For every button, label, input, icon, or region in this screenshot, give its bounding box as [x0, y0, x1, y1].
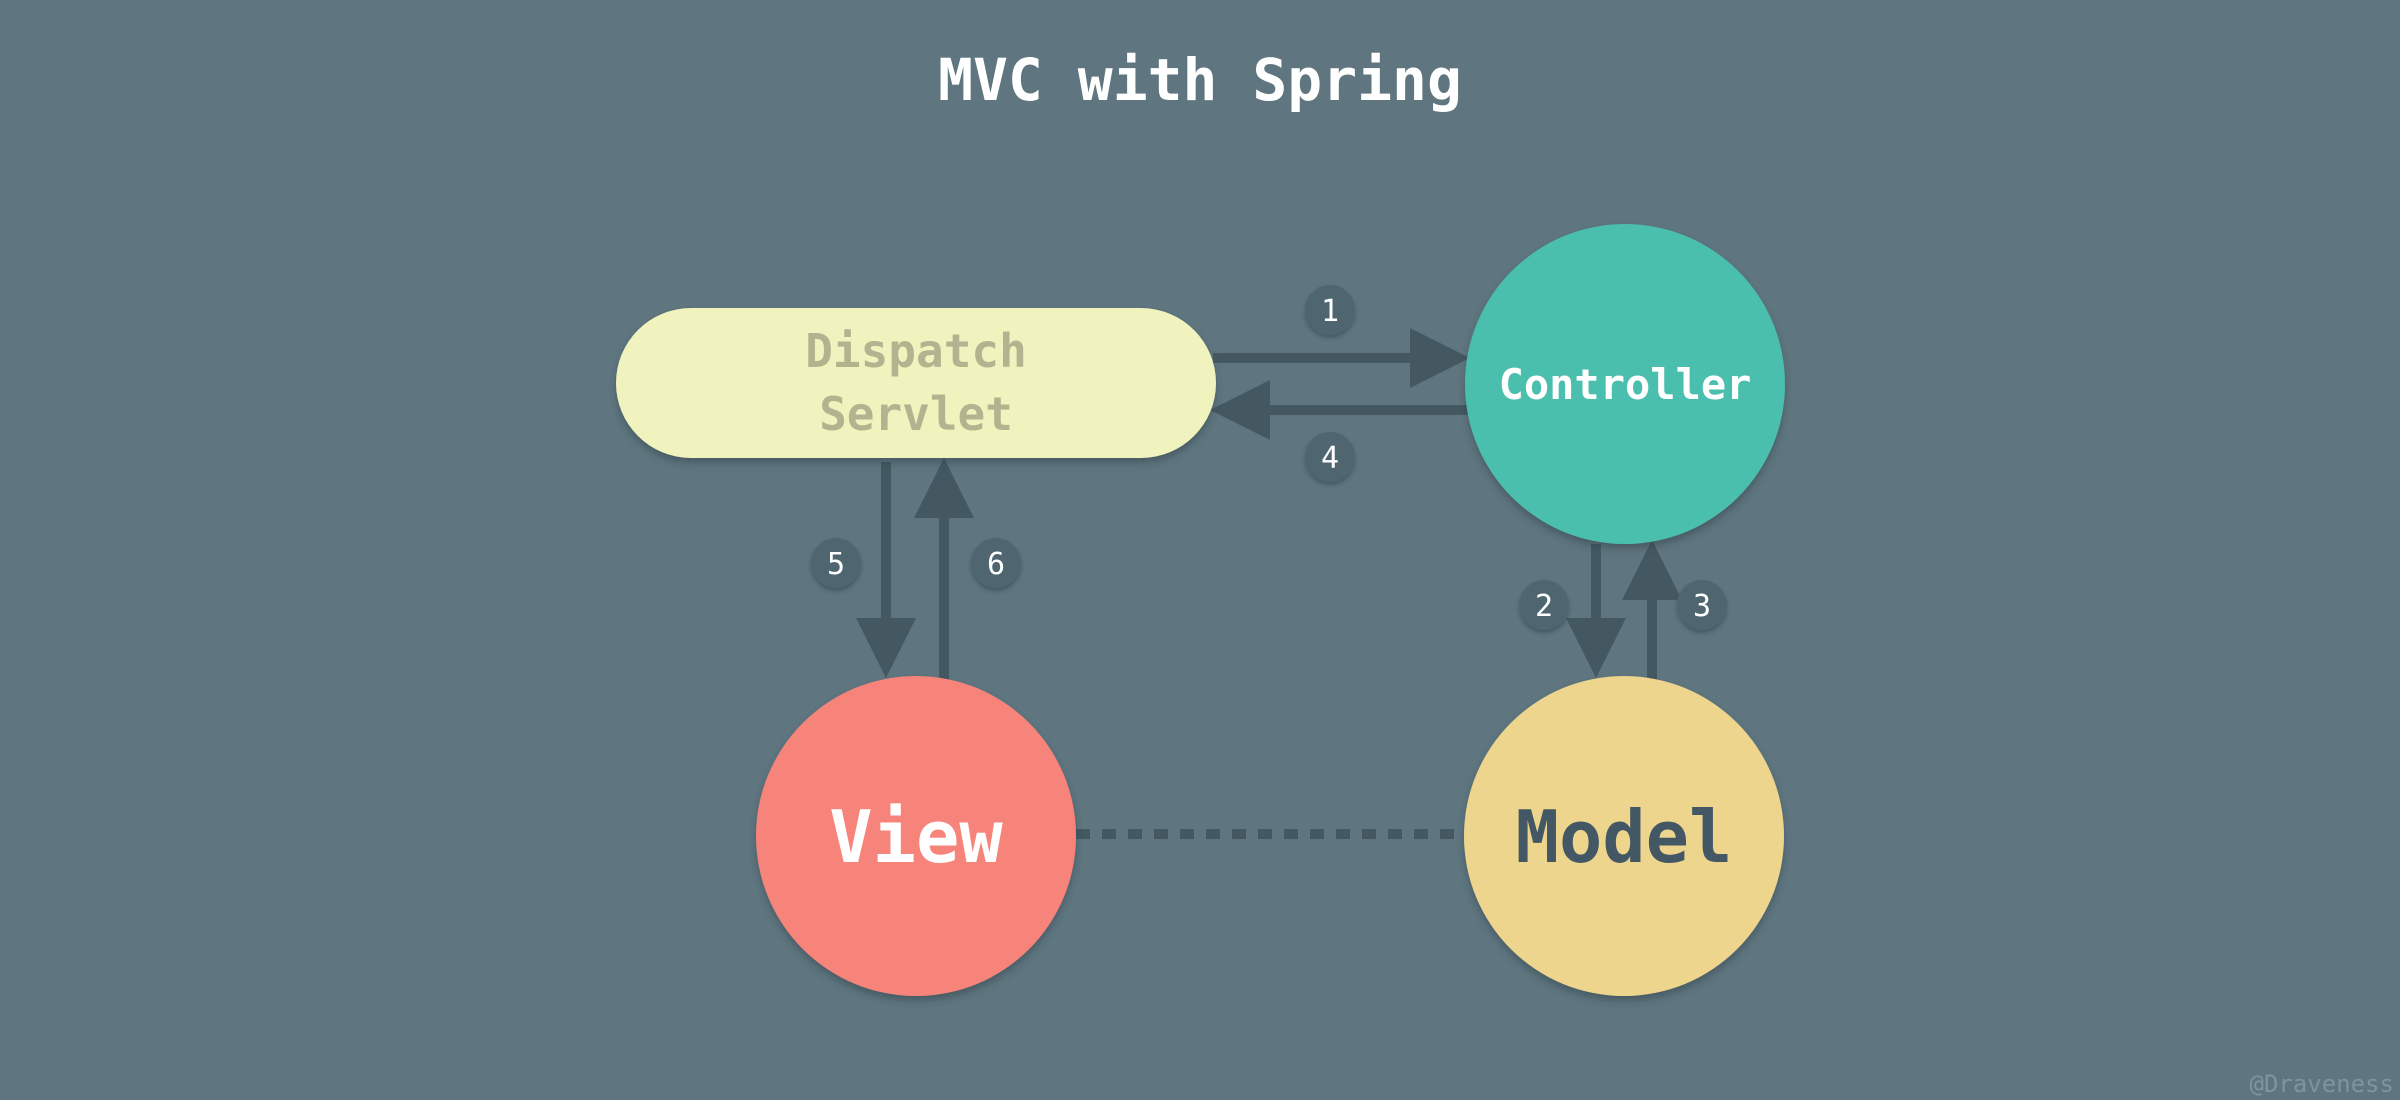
badge-1-label: 1: [1321, 294, 1339, 329]
connectors: [856, 328, 1682, 839]
step-badge-5: 5: [811, 538, 861, 588]
controller-node: Controller: [1465, 224, 1785, 544]
view-node: View: [756, 676, 1076, 996]
badge-2-label: 2: [1535, 589, 1553, 624]
diagram-title: MVC with Spring: [938, 46, 1462, 114]
badge-1-circle: [1305, 285, 1355, 335]
badge-3-label: 3: [1693, 589, 1711, 624]
controller-shape: [1465, 224, 1785, 544]
dispatch-servlet-node: Dispatch Servlet: [616, 308, 1216, 458]
step-badge-4: 4: [1305, 432, 1355, 482]
step-badges: 1 4 5 6 2 3: [811, 285, 1727, 630]
step-badge-1: 1: [1305, 285, 1355, 335]
controller-label: Controller: [1499, 360, 1752, 409]
model-shape: [1464, 676, 1784, 996]
model-label: Model: [1516, 795, 1733, 879]
badge-6-label: 6: [987, 547, 1005, 582]
dispatch-servlet-shape: [616, 308, 1216, 458]
view-label: View: [829, 795, 1003, 879]
badge-5-circle: [811, 538, 861, 588]
badge-3-circle: [1677, 580, 1727, 630]
dispatch-servlet-label-line1: Dispatch: [805, 324, 1027, 378]
dispatch-servlet-label-line2: Servlet: [819, 387, 1013, 441]
badge-5-label: 5: [827, 547, 845, 582]
badge-4-circle: [1305, 432, 1355, 482]
step-badge-3: 3: [1677, 580, 1727, 630]
view-shape: [756, 676, 1076, 996]
model-node: Model: [1464, 676, 1784, 996]
badge-2-circle: [1519, 580, 1569, 630]
step-badge-2: 2: [1519, 580, 1569, 630]
step-badge-6: 6: [971, 538, 1021, 588]
badge-6-circle: [971, 538, 1021, 588]
watermark: @Draveness: [2250, 1070, 2395, 1098]
badge-4-label: 4: [1321, 441, 1339, 476]
